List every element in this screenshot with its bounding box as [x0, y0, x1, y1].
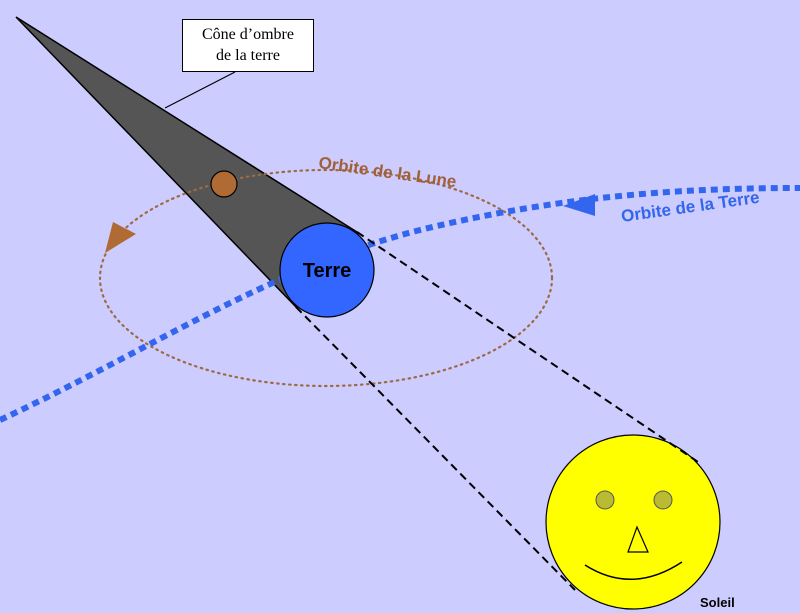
tangent-line-upper — [356, 231, 702, 465]
earth-orbit — [0, 185, 800, 423]
shadow-cone-label-line1: Cône d’ombre — [202, 26, 294, 43]
moon-orbit-label: Orbite de la Lune — [317, 153, 457, 191]
sun-label: Soleil — [700, 595, 735, 610]
sun-nose — [627, 525, 649, 553]
shadow-cone-label-line2: de la terre — [216, 47, 280, 64]
tangent-line-lower — [295, 306, 576, 591]
sun-mouth — [584, 561, 683, 581]
shadow-cone-leader-line — [164, 71, 236, 109]
moon — [210, 170, 238, 198]
earth-orbit-arrow — [563, 194, 595, 216]
shadow-cone-label: Cône d’ombre de la terre — [182, 19, 314, 72]
moon-orbit — [98, 168, 554, 388]
earth — [279, 222, 375, 318]
earth-label: Terre — [303, 260, 352, 282]
moon-orbit-arrow — [105, 222, 136, 253]
sun — [545, 434, 721, 610]
sun-right-eye — [653, 490, 673, 510]
sun-left-eye — [595, 490, 615, 510]
